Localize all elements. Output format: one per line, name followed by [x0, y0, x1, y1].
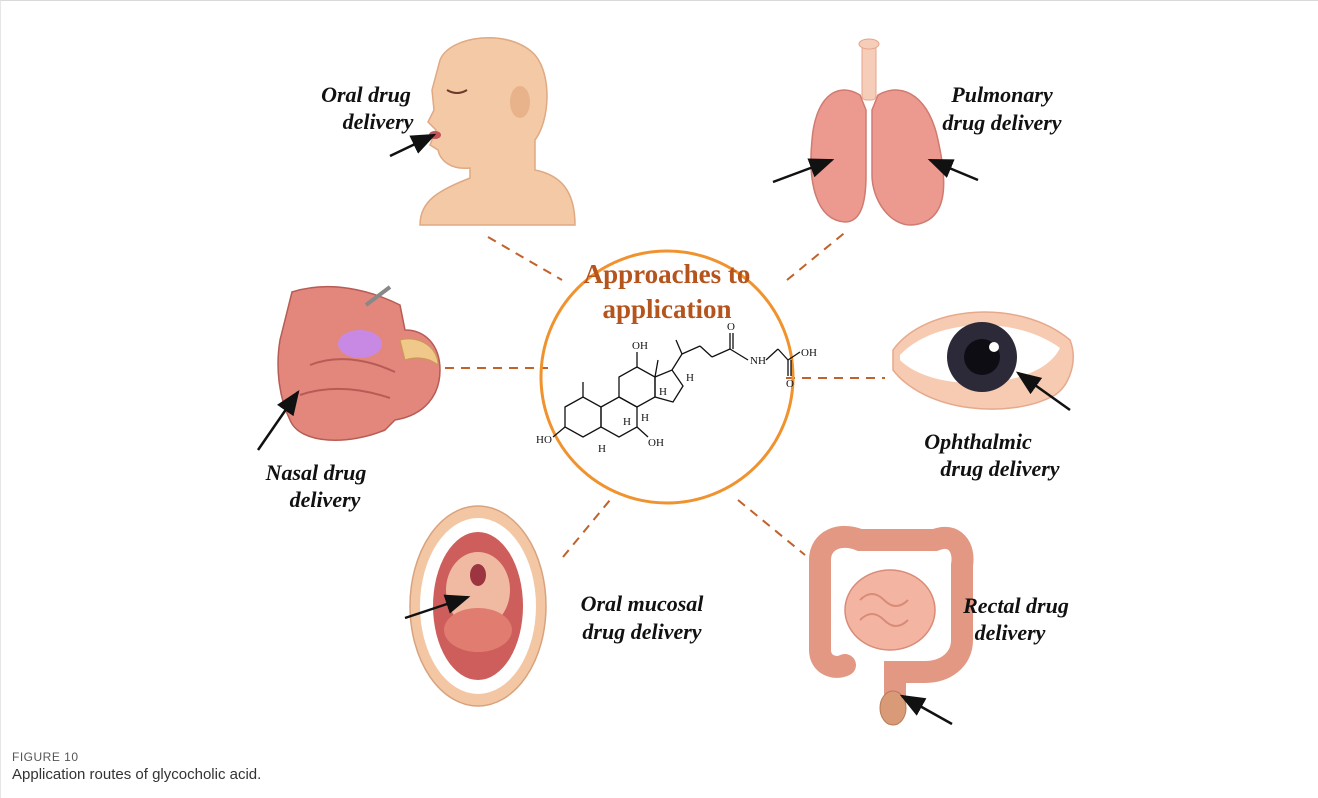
- chem-o-carbonyl: O: [727, 321, 735, 333]
- intestines-illustration: [820, 537, 963, 725]
- mouth-illustration: [410, 506, 546, 706]
- chem-h-4: H: [598, 443, 606, 455]
- oral-mucosal-label-line2: drug delivery: [582, 619, 701, 644]
- chem-h-3: H: [641, 412, 649, 424]
- nasal-label-line2: delivery: [290, 487, 361, 512]
- figure-number: FIGURE 10: [12, 750, 79, 764]
- ophthalmic-label-line2: drug delivery: [940, 456, 1059, 481]
- chem-h-1: H: [659, 386, 667, 398]
- ophthalmic-label-line1: Ophthalmic: [924, 429, 1032, 454]
- chem-o-acid: O: [786, 378, 794, 390]
- chem-h-2: H: [623, 416, 631, 428]
- eye-illustration: [893, 312, 1073, 409]
- oral-mucosal-label-line1: Oral mucosal: [581, 591, 705, 616]
- rectal-label-line2: delivery: [975, 620, 1046, 645]
- rectal-label-line1: Rectal drug: [962, 593, 1069, 618]
- chem-oh-bottom: OH: [648, 437, 664, 449]
- pulmonary-label-line1: Pulmonary: [950, 82, 1053, 107]
- lungs-illustration: [811, 39, 944, 225]
- glycocholic-acid-structure: [553, 333, 800, 437]
- center-title-line1: Approaches to: [584, 259, 751, 289]
- nasal-cavity-illustration: [278, 287, 440, 441]
- oral-label-line1: Oral drug: [321, 82, 411, 107]
- figure-caption: Application routes of glycocholic acid.: [12, 766, 261, 783]
- nasal-label-line1: Nasal drug: [265, 460, 367, 485]
- oral-arrow: [390, 135, 434, 156]
- head-illustration: [420, 38, 575, 225]
- chem-nh: NH: [750, 355, 766, 367]
- rectal-arrow: [902, 696, 952, 724]
- chem-oh-acid: OH: [801, 347, 817, 359]
- center-title-line2: application: [602, 294, 731, 324]
- chem-h-5: H: [686, 372, 694, 384]
- oral-label-line2: delivery: [343, 109, 414, 134]
- pulmonary-label-line2: drug delivery: [942, 110, 1061, 135]
- chem-oh-top: OH: [632, 340, 648, 352]
- figure-diagram: Approaches to application OH O NH: [0, 0, 1318, 745]
- chem-ho-left: HO: [536, 434, 552, 446]
